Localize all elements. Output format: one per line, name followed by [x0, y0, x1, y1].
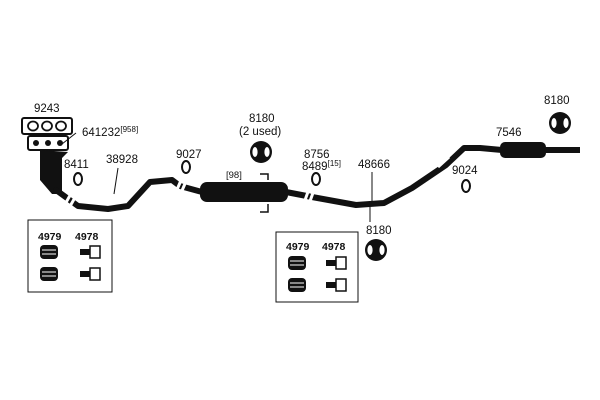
- label-hanger-top-note: (2 used): [239, 126, 281, 138]
- label-muffler: 7546: [496, 127, 522, 139]
- spring-icon: [40, 267, 58, 281]
- muffler-icon: [500, 142, 546, 158]
- rubber-hanger-icon: [250, 141, 272, 163]
- gasket-ring-icon: [181, 160, 191, 174]
- spring-icon: [288, 278, 306, 292]
- hardware-left-spring-label: 4979: [38, 231, 62, 243]
- pipe-joint-icon: [62, 191, 79, 209]
- hardware-box-left: 4979 4978: [27, 219, 113, 293]
- resonator-icon: [200, 173, 288, 213]
- label-bolt-8489: 8489[15]: [302, 159, 341, 173]
- leader-lines: [61, 132, 373, 222]
- gasket-ring-icon: [73, 172, 83, 186]
- bolt-icon: [326, 256, 347, 270]
- rubber-hanger-icon: [365, 239, 387, 261]
- hardware-right-spring-label: 4979: [286, 241, 310, 253]
- pipe-joint-icon: [174, 177, 189, 194]
- gasket-ring-icon: [461, 179, 471, 193]
- label-hanger-right: 8180: [544, 95, 570, 107]
- label-manifold-gasket: 641232[958]: [82, 125, 138, 139]
- hardware-left-bolt-label: 4978: [75, 231, 99, 243]
- label-flange-gasket: 8411: [64, 159, 89, 171]
- bolt-icon: [80, 267, 101, 281]
- label-gasket-9027: 9027: [176, 149, 202, 161]
- label-gasket-9024: 9024: [452, 165, 478, 177]
- tail-pipe: [283, 145, 505, 208]
- label-gasket-8756: 8756: [304, 149, 330, 161]
- pipe-joint-icon: [302, 188, 316, 205]
- exhaust-manifold-icon: [21, 117, 73, 194]
- gasket-ring-icon: [311, 172, 321, 186]
- label-hanger-bottom: 8180: [366, 225, 392, 237]
- label-front-pipe: 38928: [106, 154, 138, 166]
- spring-icon: [288, 256, 306, 270]
- rubber-hanger-icon: [549, 112, 571, 134]
- pipe-joint-icon: [433, 150, 451, 169]
- label-manifold: 9243: [34, 103, 60, 115]
- label-tail-pipe: 48666: [358, 159, 390, 171]
- label-hanger-top: 8180: [249, 113, 275, 125]
- hardware-right-bolt-label: 4978: [322, 241, 346, 253]
- label-resonator-ref: [98]: [226, 170, 242, 181]
- spring-icon: [40, 245, 58, 259]
- hardware-box-right: 4979 4978: [275, 231, 359, 303]
- bolt-icon: [80, 245, 101, 259]
- bolt-icon: [326, 278, 347, 292]
